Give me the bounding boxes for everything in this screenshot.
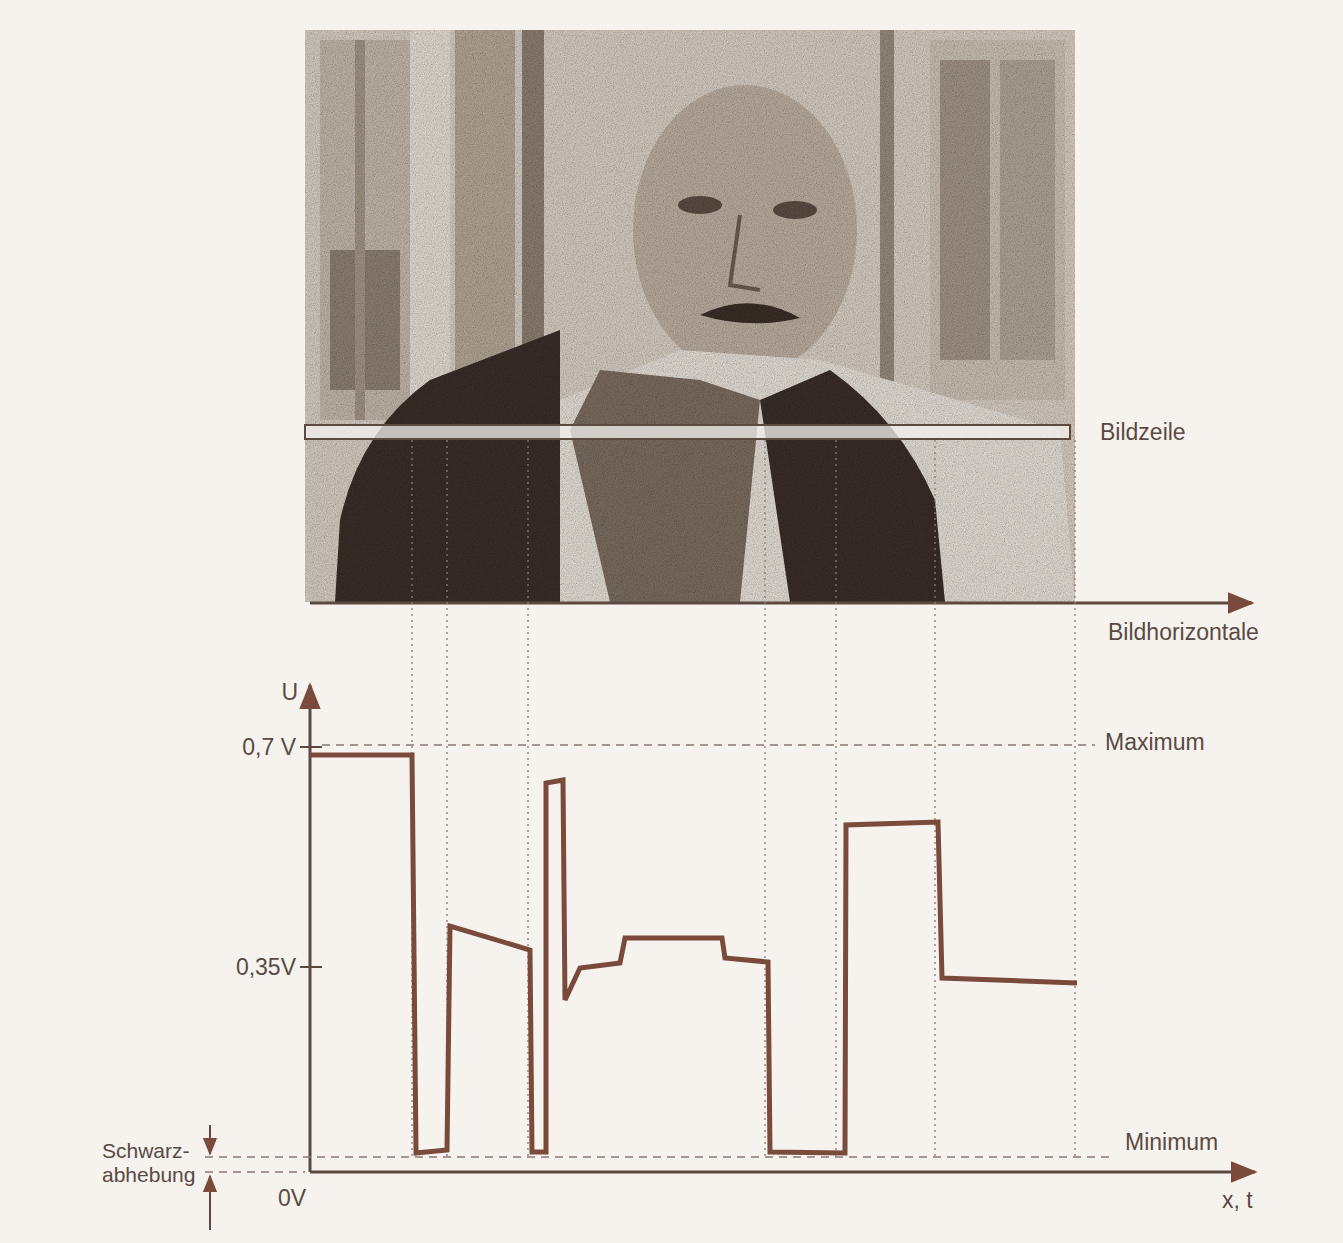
axis-label: Bildhorizontale xyxy=(1108,619,1259,645)
axis-label: x, t xyxy=(1222,1187,1253,1213)
tick xyxy=(300,966,322,968)
value-label: 0V xyxy=(278,1185,306,1211)
y-axis xyxy=(309,685,312,1172)
picture-axis xyxy=(310,602,1252,605)
lift-label: Schwarz- abhebung xyxy=(102,1139,198,1187)
lift-arrows xyxy=(209,1125,211,1230)
level-label: Minimum xyxy=(1125,1129,1218,1155)
level-label: Maximum xyxy=(1105,729,1205,755)
video-signal xyxy=(310,755,1077,1153)
tick xyxy=(300,746,322,748)
photo xyxy=(305,30,1075,602)
spacer xyxy=(1070,432,1090,433)
value-label: 0,7 V xyxy=(242,734,296,760)
value-label: 0,35V xyxy=(236,954,296,980)
projection-lines xyxy=(412,440,1075,1160)
level-lines xyxy=(205,745,1115,1172)
line-label: Bildzeile xyxy=(1100,419,1186,445)
axis-label: U xyxy=(281,679,298,705)
scan-line xyxy=(305,425,1070,439)
x-axis xyxy=(310,1171,1255,1174)
